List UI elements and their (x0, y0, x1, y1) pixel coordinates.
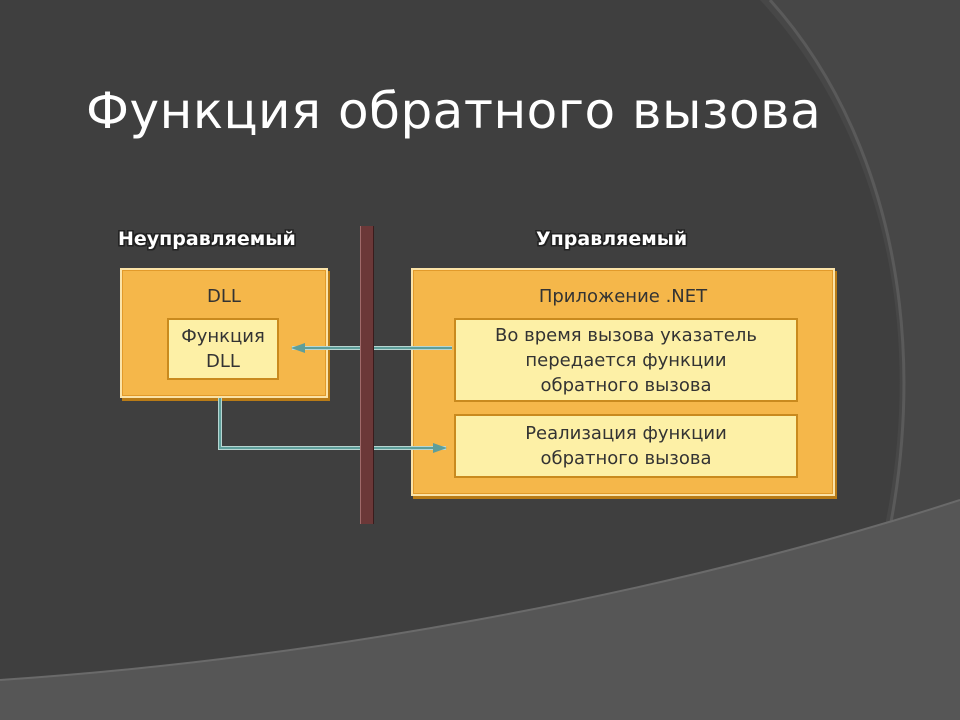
pointer-pass-line-3: обратного вызова (540, 374, 712, 396)
slide-title: Функция обратного вызова (86, 82, 822, 140)
pointer-pass-box: Во время вызова указатель передается фун… (454, 318, 798, 402)
unmanaged-label: Неуправляемый (118, 228, 296, 250)
pointer-pass-line-2: передается функции (525, 349, 727, 371)
dll-function-line-2: DLL (206, 351, 240, 372)
callback-impl-line-2: обратного вызова (540, 448, 712, 469)
net-app-panel: Приложение .NET Во время вызова указател… (411, 268, 835, 496)
net-app-panel-title: Приложение .NET (538, 286, 708, 307)
dll-function-line-1: Функция (181, 326, 265, 347)
pointer-pass-line-1: Во время вызова указатель (495, 324, 757, 346)
callback-arrow (218, 398, 447, 453)
managed-boundary-divider (360, 226, 374, 524)
managed-label: Управляемый (536, 228, 688, 250)
dll-function-box: Функция DLL (167, 318, 279, 380)
callback-impl-box: Реализация функции обратного вызова (454, 414, 798, 478)
dll-panel-title: DLL (207, 286, 241, 307)
dll-panel: DLL Функция DLL (120, 268, 328, 398)
callback-impl-line-1: Реализация функции (525, 423, 727, 444)
